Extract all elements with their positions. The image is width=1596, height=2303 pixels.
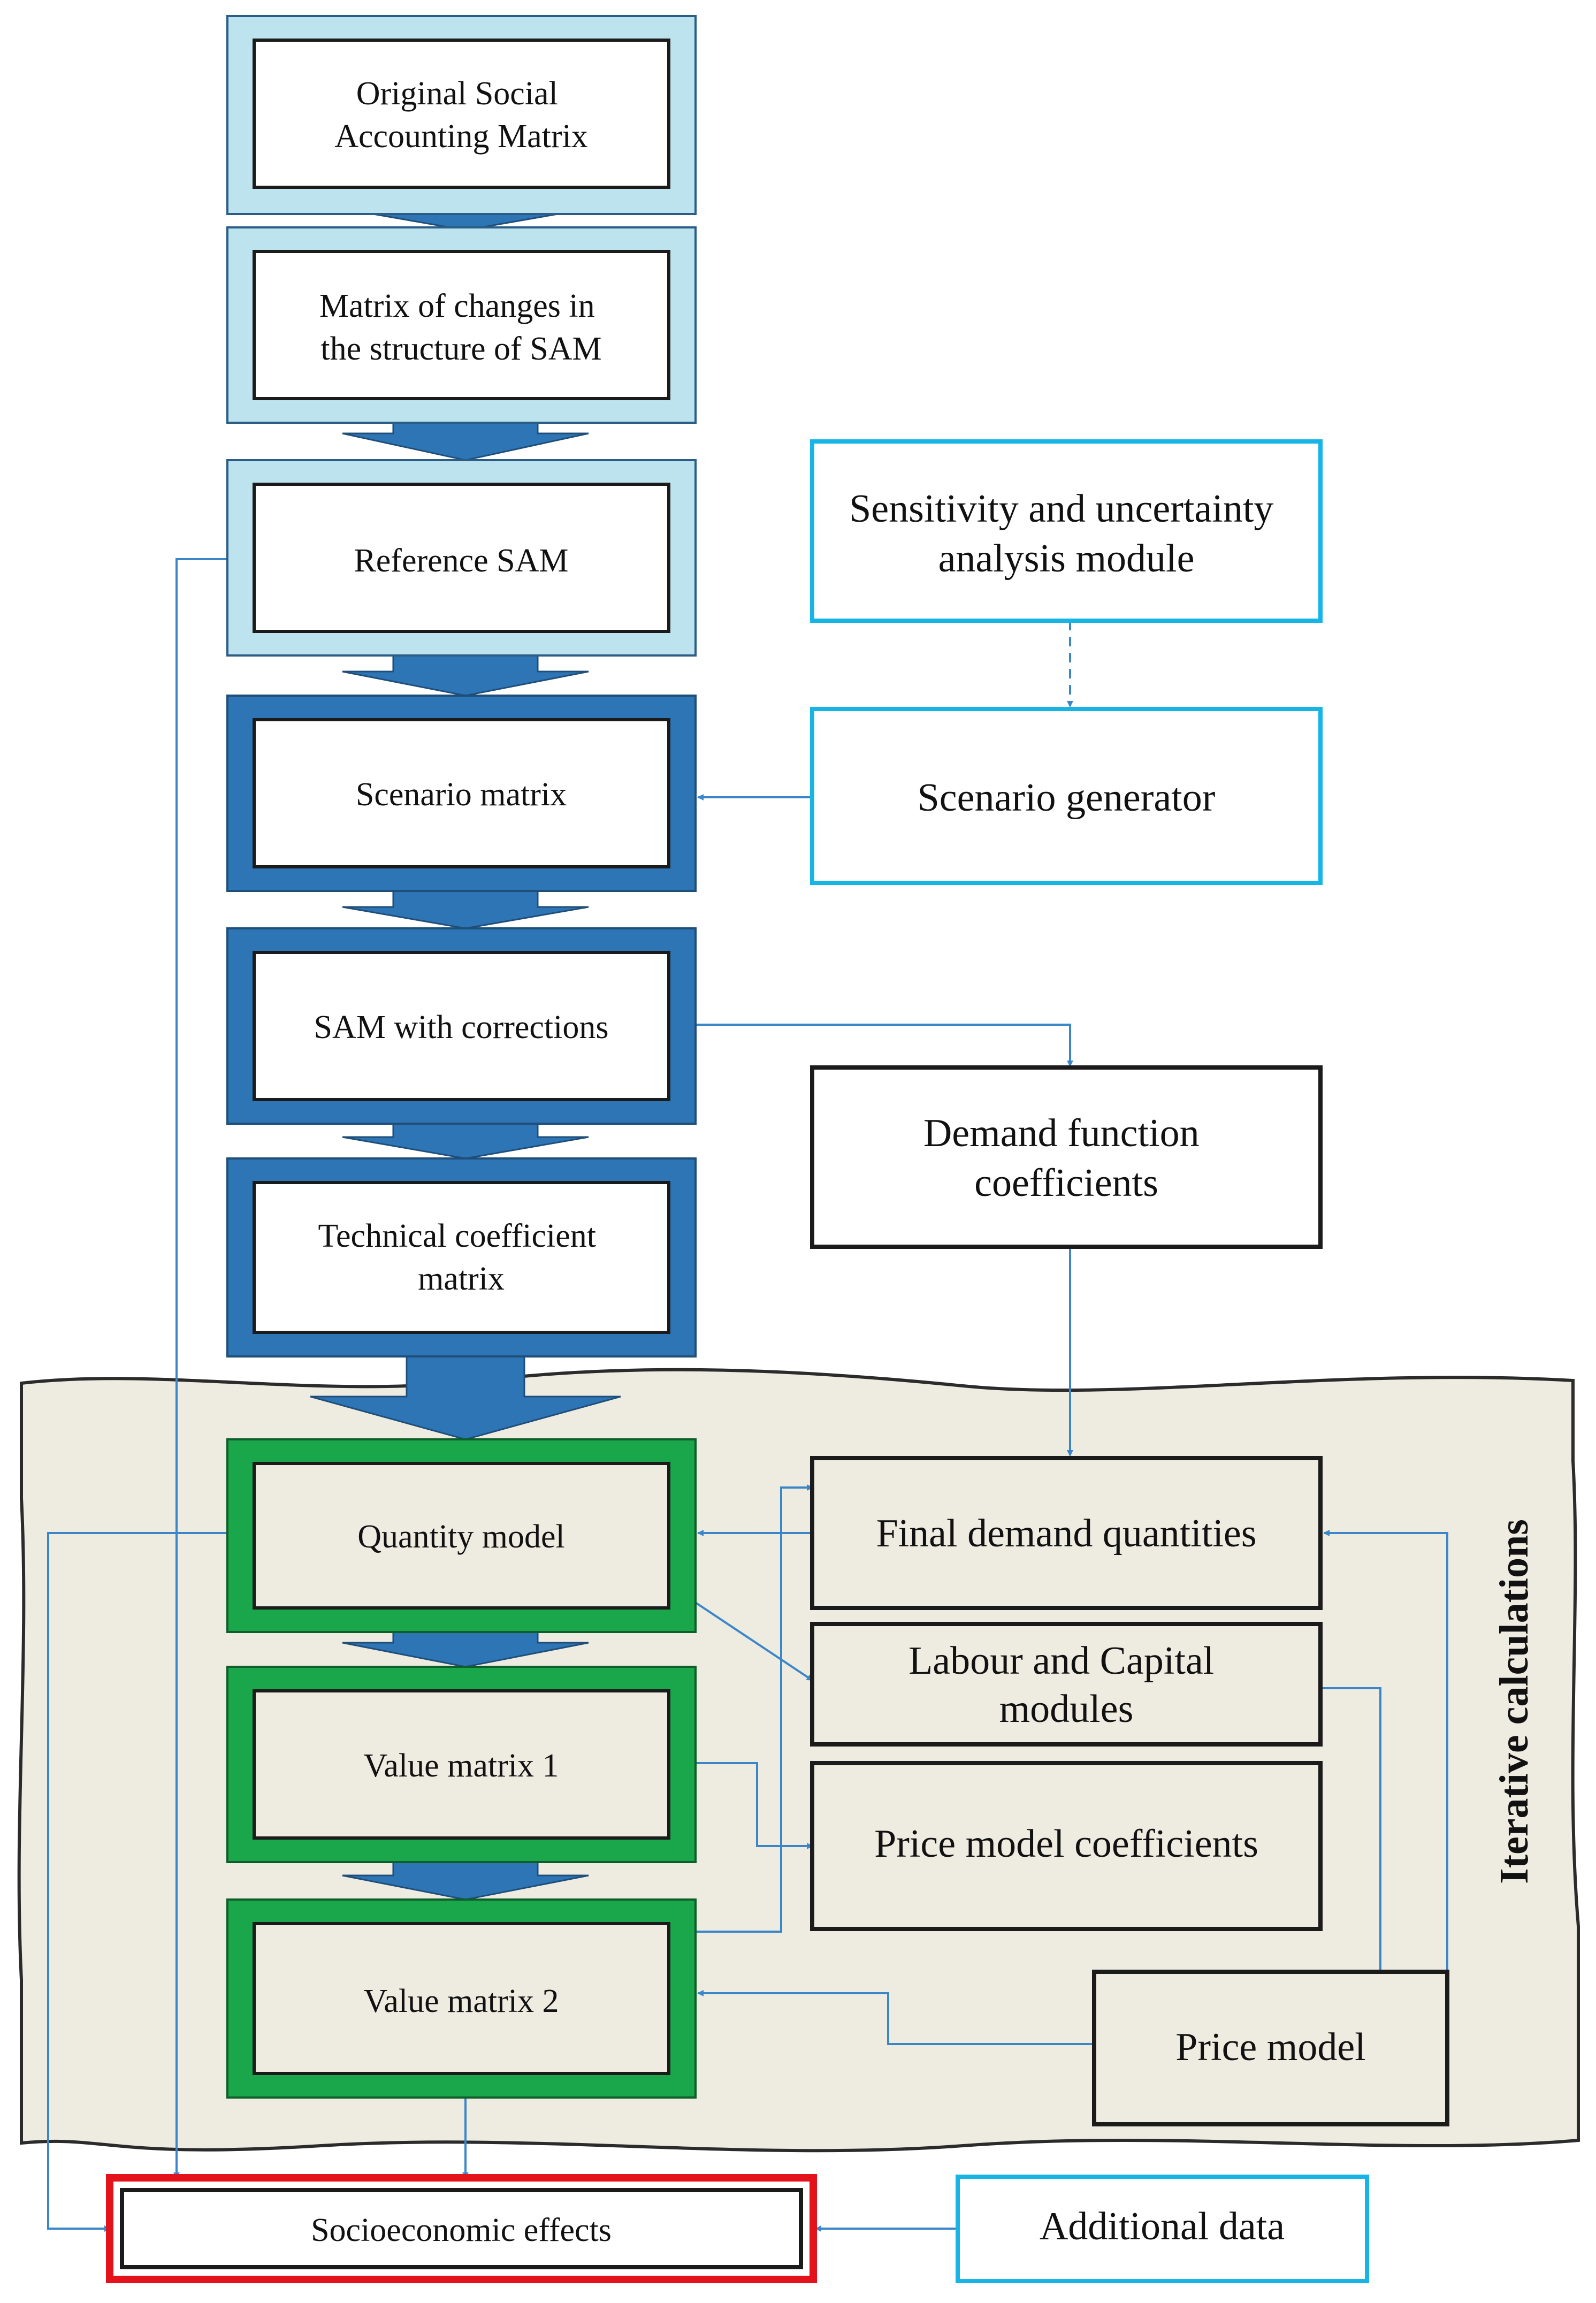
- node-value-matrix-1: Value matrix 1: [226, 1666, 697, 1863]
- node-matrix-changes: Matrix of changes in the structure of SA…: [226, 226, 697, 424]
- flow-arrow-6: [310, 1355, 621, 1440]
- node-price-model: Price model: [1092, 1970, 1449, 2126]
- node-matrix-changes-label: Matrix of changes in the structure of SA…: [319, 288, 603, 367]
- node-additional-data-label: Additional data: [1040, 2205, 1285, 2248]
- node-sam-corrections-label: SAM with corrections: [314, 1009, 608, 1046]
- node-socioeconomic-effects-label: Socioeconomic effects: [311, 2212, 612, 2248]
- node-price-model-label: Price model: [1175, 2025, 1366, 2069]
- node-technical-coeff-line-2: matrix: [418, 1261, 505, 1297]
- connector-quantity-to-labour: [694, 1602, 813, 1681]
- node-price-model-coeff: Price model coefficients: [810, 1761, 1323, 1931]
- node-technical-coeff: Technical coefficient matrix: [226, 1157, 697, 1358]
- node-demand-function: Demand function coefficients: [810, 1065, 1323, 1249]
- node-socioeconomic-effects: Socioeconomic effects: [106, 2174, 817, 2283]
- connector-value2-to-final-demand: [696, 1484, 813, 1933]
- flow-arrow-2: [342, 422, 589, 461]
- node-price-model-coeff-label: Price model coefficients: [874, 1822, 1258, 1866]
- node-original-sam-line-2: Accounting Matrix: [334, 118, 588, 155]
- node-demand-function-line-1: Demand function: [923, 1111, 1200, 1155]
- node-demand-function-label: Demand function coefficients: [923, 1111, 1209, 1205]
- node-original-sam: Original Social Accounting Matrix: [226, 15, 697, 215]
- node-value-matrix-1-label: Value matrix 1: [363, 1748, 559, 1784]
- node-scenario-generator-label: Scenario generator: [918, 776, 1216, 820]
- node-reference-sam: Reference SAM: [226, 459, 697, 657]
- node-matrix-changes-line-1: Matrix of changes in: [319, 288, 595, 324]
- flow-arrow-8: [342, 1861, 589, 1901]
- node-value-matrix-2-label: Value matrix 2: [363, 1983, 559, 2019]
- node-labour-capital-line-2: modules: [999, 1687, 1134, 1731]
- node-labour-capital-line-1: Labour and Capital: [908, 1639, 1214, 1683]
- node-additional-data: Additional data: [956, 2175, 1369, 2283]
- node-demand-function-line-2: coefficients: [974, 1161, 1158, 1205]
- node-labour-capital-label: Labour and Capital modules: [908, 1639, 1224, 1731]
- main-chain: Original Social Accounting Matrix Matrix…: [226, 15, 697, 2099]
- node-sensitivity-module-label: Sensitivity and uncertainty analysis mod…: [849, 487, 1284, 581]
- connector-value1-to-price-coeff: [696, 1762, 813, 1849]
- node-quantity-model: Quantity model: [226, 1438, 697, 1633]
- flow-arrow-7: [342, 1631, 589, 1668]
- node-sam-corrections: SAM with corrections: [226, 927, 697, 1125]
- node-reference-sam-label: Reference SAM: [354, 543, 568, 579]
- connector-price-model-to-value2: [697, 1990, 1094, 2045]
- node-sensitivity-module-line-1: Sensitivity and uncertainty: [849, 487, 1273, 531]
- iterative-calculations-label: Iterative calculations: [1492, 1519, 1537, 1884]
- flow-arrow-3: [342, 654, 589, 697]
- node-sensitivity-module: Sensitivity and uncertainty analysis mod…: [810, 439, 1323, 623]
- connector-quantity-to-socioeconomic: [47, 1532, 227, 2232]
- flow-arrows: [310, 189, 621, 1901]
- node-quantity-model-label: Quantity model: [357, 1519, 564, 1555]
- connector-price-model-to-final-demand: [1323, 1530, 1448, 1980]
- side-modules: Sensitivity and uncertainty analysis mod…: [810, 439, 1449, 2283]
- node-scenario-matrix: Scenario matrix: [226, 695, 697, 892]
- node-labour-capital: Labour and Capital modules: [810, 1622, 1323, 1747]
- node-value-matrix-2: Value matrix 2: [226, 1898, 697, 2099]
- node-original-sam-line-1: Original Social: [356, 75, 558, 112]
- node-original-sam-label: Original Social Accounting Matrix: [334, 75, 588, 155]
- node-technical-coeff-label: Technical coefficient matrix: [318, 1218, 605, 1297]
- node-matrix-changes-line-2: the structure of SAM: [320, 331, 601, 367]
- connector-reference-to-socioeconomic: [173, 558, 227, 2179]
- flow-arrow-5: [342, 1123, 589, 1160]
- node-final-demand-label: Final demand quantities: [876, 1512, 1256, 1555]
- flow-arrow-4: [342, 890, 589, 929]
- connector-labour-to-price-model: [1322, 1687, 1384, 2002]
- node-scenario-matrix-label: Scenario matrix: [356, 776, 567, 813]
- node-scenario-generator: Scenario generator: [810, 707, 1323, 885]
- node-technical-coeff-line-1: Technical coefficient: [318, 1218, 597, 1254]
- node-final-demand: Final demand quantities: [810, 1456, 1323, 1610]
- connector-lines: [47, 558, 1448, 2232]
- node-sensitivity-module-line-2: analysis module: [938, 537, 1195, 581]
- connector-sam-corrections-to-demand: [696, 1024, 1073, 1067]
